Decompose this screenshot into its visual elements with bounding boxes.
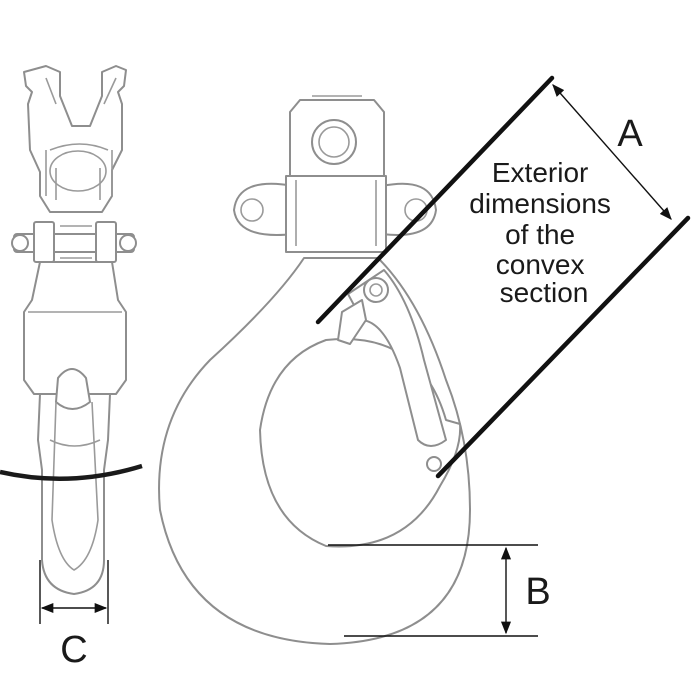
- dimension-c: C: [39, 560, 109, 671]
- description-line: of the: [505, 219, 575, 250]
- description-line: dimensions: [469, 188, 611, 219]
- dimension-a: A Exterior dimensions of the convex sect…: [315, 75, 691, 479]
- rope-line: [0, 463, 143, 481]
- dimension-a-description: Exterior dimensions of the convex sectio…: [469, 157, 618, 308]
- dimension-a-label: A: [617, 113, 643, 155]
- dimension-b-label: B: [525, 571, 550, 613]
- description-line: section: [500, 277, 589, 308]
- dimension-c-label: C: [60, 629, 87, 671]
- hook-side-view: [0, 65, 143, 595]
- dimension-b: B: [328, 544, 551, 637]
- description-line: Exterior: [492, 157, 588, 188]
- description-line: convex: [496, 249, 585, 280]
- hook-front-view: [158, 95, 471, 645]
